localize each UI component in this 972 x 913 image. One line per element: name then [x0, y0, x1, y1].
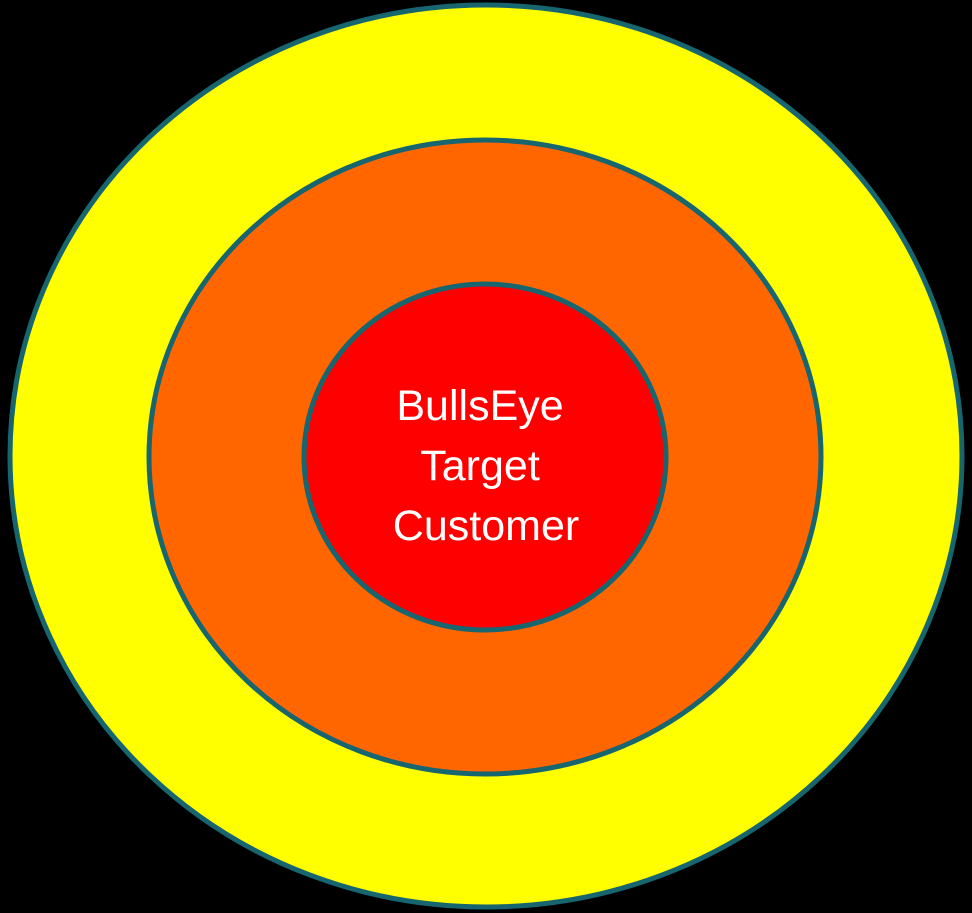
- center-label-text: BullsEye Target Customer: [393, 382, 579, 550]
- center-label-line-2: Target: [420, 442, 540, 490]
- inner-ring-red-bullseye[interactable]: [301, 281, 669, 633]
- center-label-line-3: Customer: [393, 502, 579, 550]
- center-label-line-1: BullsEye: [396, 382, 563, 430]
